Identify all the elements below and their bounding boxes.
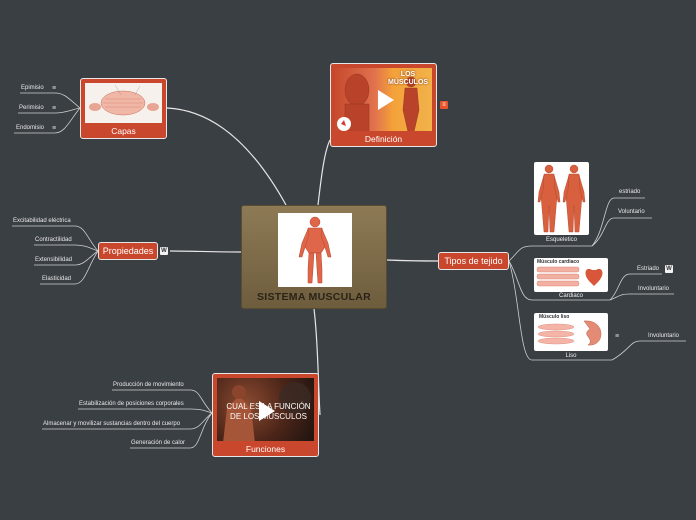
funciones-label: Funciones [245, 444, 286, 454]
liso-image-text: Músculo liso [539, 314, 570, 320]
esqueletico-item[interactable]: Voluntario [618, 209, 645, 215]
liso-label[interactable]: Liso [565, 353, 577, 359]
definicion-topic[interactable]: LOS MÚSCULOS Definición [330, 63, 437, 147]
esqueletico-image [534, 162, 589, 235]
cardiaco-image-text: Músculo cardiaco [537, 259, 580, 265]
wikipedia-icon[interactable]: W [665, 265, 673, 273]
funcion-item[interactable]: Estabilización de posiciones corporales [79, 401, 184, 407]
esqueletico-item[interactable]: estriado [619, 189, 641, 195]
capas-label: Capas [111, 126, 136, 136]
cardiaco-label[interactable]: Cardiaco [558, 293, 583, 299]
muscular-system-image [278, 213, 352, 287]
note-icon[interactable]: ≡ [52, 85, 57, 92]
esqueletico-label[interactable]: Esqueletico [545, 237, 578, 243]
note-icon[interactable]: ≡ [440, 101, 448, 109]
definicion-label: Definición [364, 134, 403, 144]
liso-item[interactable]: Involuntario [648, 333, 680, 339]
note-icon[interactable]: ≡ [615, 333, 620, 340]
play-icon[interactable] [259, 401, 275, 421]
propiedad-item[interactable]: Elasticidad [42, 276, 72, 282]
play-icon[interactable] [378, 90, 394, 110]
capa-epimisio[interactable]: Epimisio [21, 85, 44, 91]
funciones-video-thumbnail[interactable]: CUAL ES LA FUNCIÓN DE LOS MUSCULOS [217, 378, 314, 441]
propiedad-item[interactable]: Extensibilidad [35, 257, 73, 263]
capas-topic[interactable]: Capas [80, 78, 167, 139]
propiedad-item[interactable]: Excitabilidad eléctrica [13, 218, 71, 224]
note-icon[interactable]: ≡ [52, 105, 57, 112]
funciones-topic[interactable]: CUAL ES LA FUNCIÓN DE LOS MUSCULOS Funci… [212, 373, 319, 457]
wikipedia-icon[interactable]: W [160, 247, 168, 255]
propiedades-topic[interactable]: Propiedades [98, 242, 158, 260]
capas-image [85, 83, 162, 123]
central-topic[interactable]: SISTEMA MUSCULAR [241, 205, 387, 309]
capa-perimisio[interactable]: Perimisio [19, 105, 44, 111]
funcion-item[interactable]: Producción de movimiento [113, 382, 184, 388]
cardiaco-image: Músculo cardiaco [534, 258, 608, 292]
cardiaco-item[interactable]: Involuntario [638, 286, 670, 292]
funcion-item[interactable]: Generación de calor [131, 440, 186, 446]
liso-image: Músculo liso [534, 313, 608, 351]
definicion-video-thumbnail[interactable]: LOS MÚSCULOS [335, 68, 432, 131]
central-title: SISTEMA MUSCULAR [256, 291, 372, 303]
video-title-text: LOS MÚSCULOS [388, 71, 429, 86]
funcion-item[interactable]: Almacenar y movilizar sustancias dentro … [43, 421, 181, 427]
note-icon[interactable]: ≡ [52, 125, 57, 132]
cardiaco-item[interactable]: Estriado [637, 266, 660, 272]
capa-endomisio[interactable]: Endomisio [16, 125, 45, 131]
propiedad-item[interactable]: Contractilidad [35, 237, 72, 243]
tipos-topic[interactable]: Tipos de tejido [438, 252, 509, 270]
